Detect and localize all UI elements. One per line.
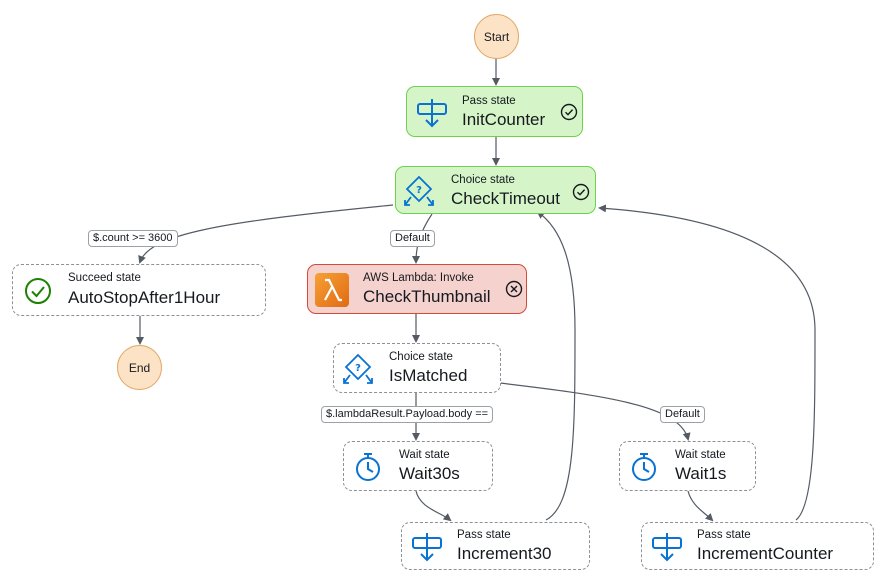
edge-wait1-incrementcounter [687, 490, 714, 522]
succeeded-icon [572, 183, 590, 201]
state-title: Wait30s [399, 464, 460, 483]
pass-icon [652, 533, 682, 562]
svg-text:?: ? [416, 185, 422, 196]
state-checktimeout[interactable]: ? Choice state CheckTimeout [395, 166, 596, 214]
state-title: InitCounter [462, 110, 546, 129]
succeed-icon [25, 278, 51, 304]
state-initcounter[interactable]: Pass state InitCounter [406, 86, 583, 137]
lambda-icon [315, 273, 349, 307]
state-wait1s[interactable]: Wait state Wait1s [619, 441, 756, 491]
state-kind: Choice state [451, 174, 515, 186]
state-checkthumbnail[interactable]: AWS Lambda: Invoke CheckThumbnail [307, 264, 527, 314]
state-kind: Choice state [389, 351, 453, 363]
state-kind: Wait state [399, 449, 450, 461]
choice-icon: ? [404, 175, 434, 206]
state-ismatched[interactable]: ? Choice state IsMatched [333, 343, 501, 393]
failed-icon [505, 280, 523, 298]
pass-icon [417, 99, 447, 128]
edge-wait30-increment30 [415, 490, 452, 522]
state-kind: Pass state [697, 529, 751, 541]
pass-icon [412, 533, 442, 562]
edge-label-default: Default [390, 230, 435, 247]
end-label: End [128, 360, 151, 375]
state-title: IsMatched [389, 366, 468, 385]
state-title: CheckTimeout [451, 189, 560, 208]
state-incrementcounter[interactable]: Pass state IncrementCounter [641, 522, 874, 570]
succeeded-icon [560, 103, 578, 121]
edge-checktimeout-autostop [138, 204, 394, 264]
state-title: AutoStopAfter1Hour [68, 288, 221, 307]
state-kind: Wait state [675, 449, 726, 461]
state-kind: Pass state [462, 95, 516, 107]
state-title: IncrementCounter [697, 544, 834, 563]
edge-ismatched-wait1 [499, 382, 691, 441]
edge-increment30-checktimeout [536, 210, 576, 521]
wait-icon [632, 453, 656, 481]
wait-icon [356, 453, 380, 481]
state-title: Wait1s [675, 464, 727, 483]
state-kind: Succeed state [68, 272, 141, 284]
state-kind: Pass state [457, 529, 511, 541]
edge-incrementcounter-checktimeout [598, 204, 816, 521]
edge-label-count-condition: $.count >= 3600 [88, 230, 178, 247]
state-title: CheckThumbnail [363, 287, 491, 306]
start-node[interactable]: Start [474, 14, 519, 59]
state-kind: AWS Lambda: Invoke [363, 272, 474, 284]
state-wait30s[interactable]: Wait state Wait30s [343, 441, 493, 491]
state-increment30[interactable]: Pass state Increment30 [401, 522, 590, 570]
edge-label-default: Default [660, 406, 705, 423]
end-node[interactable]: End [117, 345, 162, 390]
state-autostopafter1hour[interactable]: Succeed state AutoStopAfter1Hour [12, 264, 266, 316]
edge-label-payload-condition: $.lambdaResult.Payload.body == [321, 406, 494, 423]
svg-text:?: ? [355, 363, 361, 374]
choice-icon: ? [343, 353, 373, 384]
start-label: Start [483, 29, 510, 44]
state-title: Increment30 [457, 544, 552, 563]
